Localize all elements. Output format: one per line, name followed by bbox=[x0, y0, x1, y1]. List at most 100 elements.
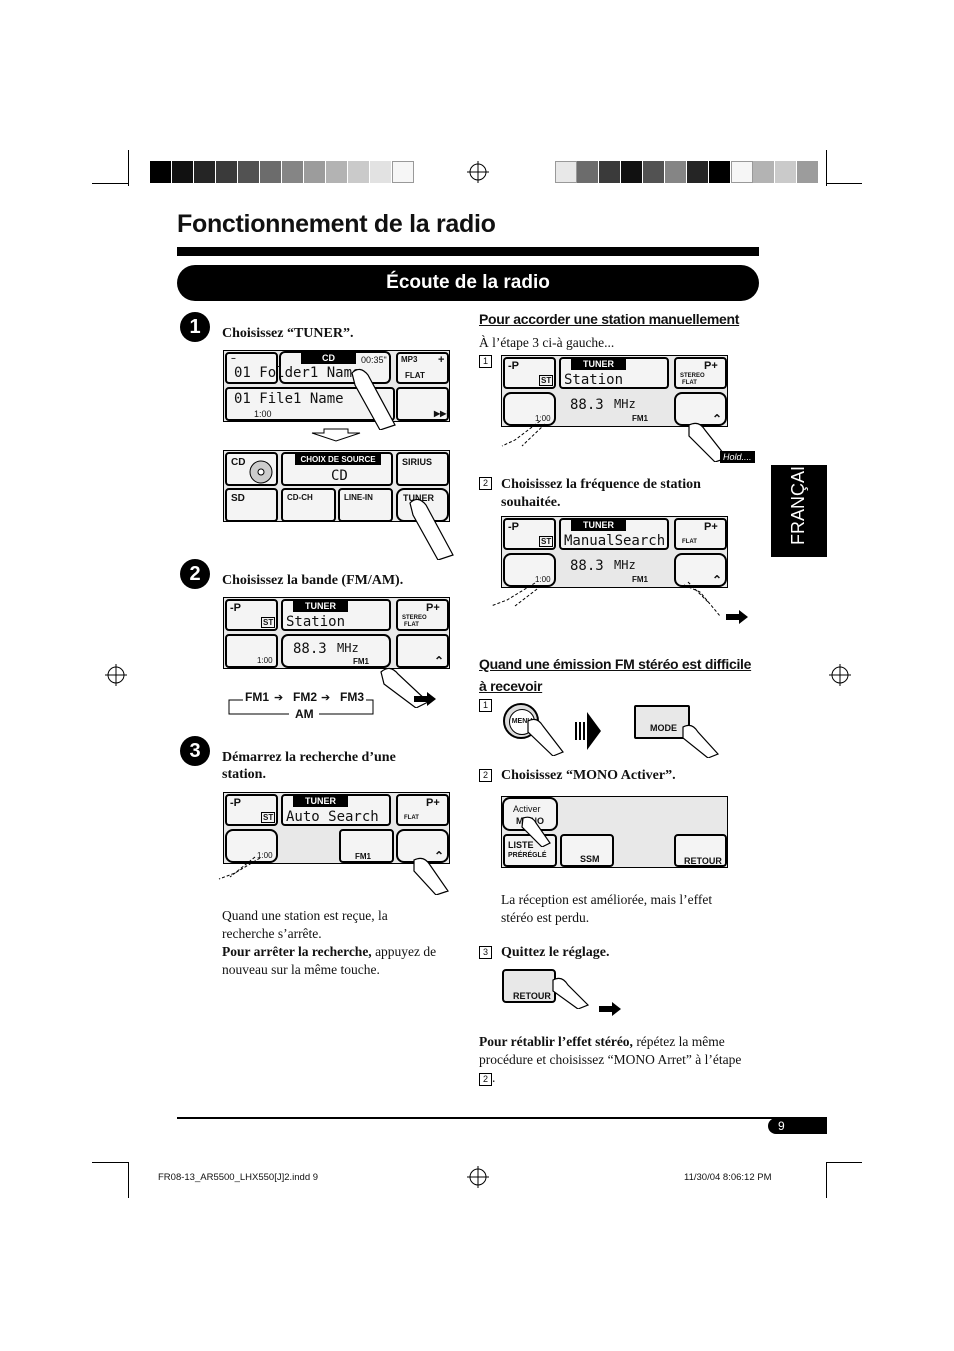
p-minus-label: -P bbox=[230, 797, 241, 809]
flat-label: FLAT bbox=[682, 539, 697, 545]
preset-up-key[interactable]: P+ FLAT bbox=[674, 518, 727, 550]
registration-target-icon bbox=[105, 664, 127, 686]
arrow-right-icon bbox=[414, 692, 436, 706]
tune-down-key[interactable]: 1:00 bbox=[225, 829, 278, 863]
stereo-step-3-label: Quittez le réglage. bbox=[501, 945, 610, 960]
retour-label: RETOUR bbox=[684, 856, 722, 866]
cd-next-track-key[interactable]: ▶▶| bbox=[396, 387, 449, 421]
stereo-note: La réception est améliorée, mais l’effet… bbox=[501, 892, 713, 925]
retour-label: RETOUR bbox=[513, 991, 551, 1001]
tune-up-key[interactable]: ⌃ bbox=[674, 392, 727, 426]
preset-up-key[interactable]: P+ FLAT bbox=[396, 794, 449, 826]
crop-mark bbox=[826, 1162, 862, 1163]
tuner-freq: 88.3 bbox=[293, 641, 327, 657]
band-key[interactable]: FM1 bbox=[339, 829, 394, 863]
arrow-right-icon bbox=[575, 712, 601, 750]
retour-button[interactable]: RETOUR bbox=[502, 969, 556, 1003]
source-cd-key[interactable]: CD bbox=[225, 452, 278, 486]
p-plus-label: P+ bbox=[704, 521, 718, 533]
stereo-step-3-num: 3 bbox=[479, 946, 492, 959]
finger-icon bbox=[409, 498, 454, 560]
tuner-unit: MHz bbox=[614, 397, 636, 411]
title-rule bbox=[177, 247, 759, 256]
source-cdch-label: CD-CH bbox=[287, 493, 313, 502]
mp3-badge: MP3 bbox=[401, 355, 418, 364]
finger-icon bbox=[521, 816, 551, 847]
manual-step-2-num: 2 bbox=[479, 477, 492, 490]
source-linein-label: LINE-IN bbox=[344, 493, 373, 502]
finger-icon bbox=[552, 977, 590, 1009]
source-sd-key[interactable]: SD bbox=[225, 488, 278, 522]
st-badge: ST bbox=[261, 812, 276, 823]
down-arrow-icon bbox=[311, 428, 361, 442]
cd-prev-folder-key[interactable]: − bbox=[225, 352, 278, 384]
cd-file-name: 01 File1 Name bbox=[234, 391, 344, 407]
source-linein-key[interactable]: LINE-IN bbox=[338, 488, 393, 522]
tuner-elapsed: 1:00 bbox=[535, 575, 551, 584]
cd-next-folder-key[interactable]: MP3 + FLAT bbox=[396, 352, 449, 384]
band-fm3: FM3 bbox=[340, 690, 364, 704]
color-bar-right bbox=[555, 161, 819, 183]
footer-file: FR08-13_AR5500_LHX550[J]2.indd 9 bbox=[158, 1172, 319, 1183]
st-badge: ST bbox=[539, 375, 554, 386]
manual-intro: À l’étape 3 ci-à gauche... bbox=[479, 335, 615, 350]
tune-up-key[interactable]: ⌃ bbox=[674, 553, 727, 587]
tune-up-key[interactable]: ⌃ bbox=[396, 634, 449, 668]
mode-button[interactable]: MODE bbox=[634, 705, 690, 739]
liste-label: LISTE bbox=[508, 840, 534, 850]
stereo-step-2-label: Choisissez “MONO Activer”. bbox=[501, 768, 676, 783]
preregl-label: PRÉRÉGLÉ bbox=[508, 852, 547, 859]
crop-mark bbox=[826, 1162, 827, 1198]
stereo-step-1-num: 1 bbox=[479, 699, 492, 712]
cd-display-key[interactable]: CD 00:35" bbox=[279, 351, 391, 384]
tuner-header: TUNER bbox=[293, 796, 348, 807]
registration-target-icon bbox=[467, 161, 489, 183]
tuner-mode: Auto Search bbox=[286, 809, 379, 825]
arrow-right-icon bbox=[599, 1002, 621, 1016]
tune-down-key[interactable]: 1:00 bbox=[503, 392, 556, 426]
step-2-label: Choisissez la bande (FM/AM). bbox=[222, 573, 404, 588]
band-cycle-diagram: FM1 ➔ FM2 ➔ FM3 AM bbox=[223, 690, 393, 724]
tuner-mode-key[interactable]: TUNER Auto Search bbox=[281, 794, 391, 826]
cd-header: CD bbox=[301, 353, 356, 364]
tuner-header: TUNER bbox=[571, 520, 626, 531]
tuner-mode-key[interactable]: TUNER Station bbox=[281, 599, 391, 631]
footer-date: 11/30/04 8:06:12 PM bbox=[684, 1172, 772, 1183]
tuner-mode-key[interactable]: TUNER Station bbox=[559, 357, 669, 389]
st-badge: ST bbox=[539, 536, 554, 547]
preset-down-key[interactable]: -P ST bbox=[225, 794, 278, 826]
flat-label: FLAT bbox=[404, 815, 419, 821]
restore-rest: répétez la même procédure et choisissez … bbox=[479, 1034, 742, 1067]
band-key[interactable]: 88.3 MHz FM1 bbox=[281, 634, 391, 668]
finger-icon bbox=[527, 718, 564, 756]
flat-label: FLAT bbox=[404, 622, 419, 628]
tune-down-key[interactable]: 1:00 bbox=[225, 634, 278, 668]
hold-label: Hold.... bbox=[720, 451, 755, 463]
ssm-key[interactable]: SSM bbox=[560, 834, 614, 867]
tune-down-key[interactable]: 1:00 bbox=[503, 553, 556, 587]
finger-icon bbox=[682, 724, 720, 758]
st-badge: ST bbox=[261, 617, 276, 628]
cd-elapsed: 1:00 bbox=[254, 409, 272, 419]
finger-icon bbox=[351, 368, 396, 430]
stereo-label: STEREO bbox=[680, 373, 705, 379]
tuner-mode-key[interactable]: TUNER ManualSearch bbox=[559, 518, 669, 550]
source-cdch-key[interactable]: CD-CH bbox=[281, 488, 336, 522]
source-sirius-label: SIRIUS bbox=[402, 457, 433, 467]
band-fm2: FM2 bbox=[293, 690, 317, 704]
retour-key[interactable]: RETOUR bbox=[674, 834, 727, 867]
finger-icon bbox=[501, 420, 546, 447]
source-tuner-label: TUNER bbox=[403, 493, 434, 503]
p-plus-label: P+ bbox=[426, 797, 440, 809]
manual-step-2-label: Choisissez la fréquence de station souha… bbox=[501, 477, 701, 510]
source-sirius-key[interactable]: SIRIUS bbox=[396, 452, 449, 486]
manual-heading: Pour accorder une station manuellement bbox=[479, 311, 740, 327]
finger-icon bbox=[683, 581, 721, 617]
